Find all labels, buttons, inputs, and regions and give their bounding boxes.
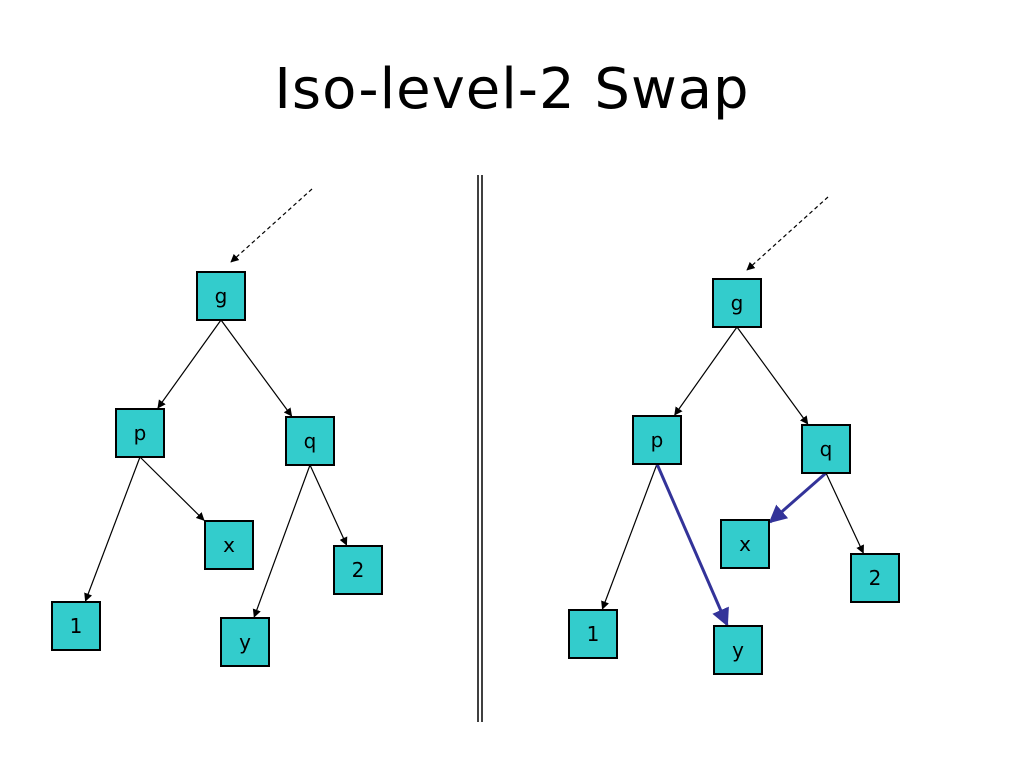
node-before-x: x xyxy=(204,520,254,570)
node-box xyxy=(720,519,770,569)
node-label: q xyxy=(820,437,833,461)
node-after-2: 2 xyxy=(850,553,900,603)
edge-after-p-to-1 xyxy=(601,463,658,610)
node-box xyxy=(285,416,335,466)
node-label: g xyxy=(215,284,228,308)
node-box xyxy=(204,520,254,570)
node-label: p xyxy=(651,428,664,452)
node-box xyxy=(850,553,900,603)
node-label: y xyxy=(732,638,744,662)
node-box xyxy=(712,278,762,328)
node-before-1: 1 xyxy=(51,601,101,651)
node-before-p: p xyxy=(115,408,165,458)
node-label: g xyxy=(731,291,744,315)
node-after-1: 1 xyxy=(568,609,618,659)
node-after-q: q xyxy=(801,424,851,474)
edge-before-p-to-x xyxy=(139,456,205,521)
node-box xyxy=(632,415,682,465)
node-before-g: g xyxy=(196,271,246,321)
edge-after-g-to-p xyxy=(674,326,738,416)
node-before-q: q xyxy=(285,416,335,466)
node-box xyxy=(196,271,246,321)
node-after-x: x xyxy=(720,519,770,569)
node-box xyxy=(568,609,618,659)
edge-after-q-to-x xyxy=(768,471,827,524)
tree-before: g p q x 1 y 2 xyxy=(51,271,383,667)
incoming-pointer-after xyxy=(746,196,829,271)
tree-after: g p q x 1 y 2 xyxy=(568,278,900,675)
node-label: x xyxy=(223,533,235,557)
node-before-2: 2 xyxy=(333,545,383,595)
edge-before-g-to-p xyxy=(157,319,222,409)
node-label: 2 xyxy=(869,566,882,590)
edge-before-p-to-1 xyxy=(84,456,141,602)
node-box xyxy=(713,625,763,675)
slide-title: Iso-level-2 Swap xyxy=(274,57,750,122)
node-box xyxy=(115,408,165,458)
node-after-p: p xyxy=(632,415,682,465)
node-after-g: g xyxy=(712,278,762,328)
node-label: q xyxy=(304,429,317,453)
node-label: y xyxy=(239,630,251,654)
edge-before-q-to-2 xyxy=(309,464,348,546)
edge-after-q-to-2 xyxy=(825,472,864,554)
node-box xyxy=(801,424,851,474)
edge-after-g-to-q xyxy=(736,326,809,425)
node-label: 1 xyxy=(587,622,600,646)
node-before-y: y xyxy=(220,617,270,667)
node-label: 1 xyxy=(70,614,83,638)
edge-before-g-to-q xyxy=(220,319,293,417)
node-label: 2 xyxy=(352,558,365,582)
edge-before-q-to-y xyxy=(252,464,311,618)
node-box xyxy=(51,601,101,651)
node-box xyxy=(333,545,383,595)
edge-after-p-to-y xyxy=(655,463,729,627)
node-label: x xyxy=(739,532,751,556)
node-label: p xyxy=(134,421,147,445)
node-box xyxy=(220,617,270,667)
node-after-y: y xyxy=(713,625,763,675)
incoming-pointer-before xyxy=(230,188,313,263)
